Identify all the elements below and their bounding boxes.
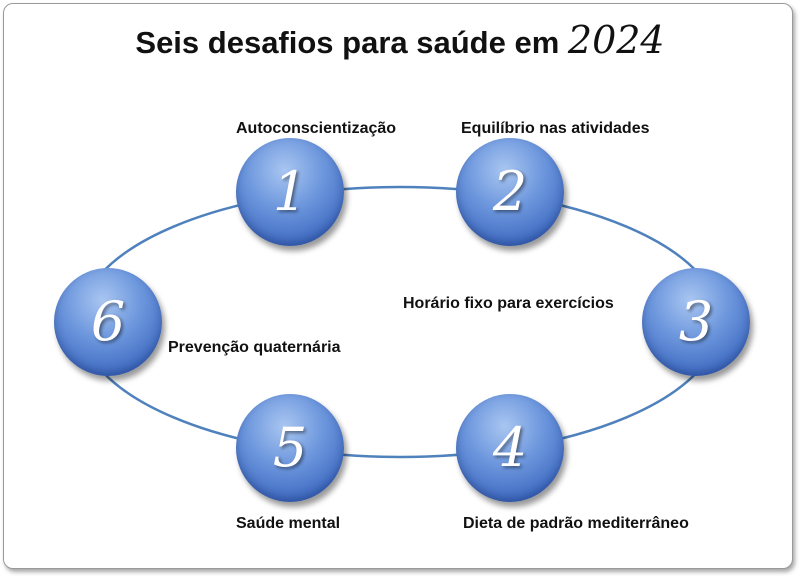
- node-1: 1: [236, 138, 344, 246]
- node-4-number: 4: [492, 416, 528, 479]
- label-node-5: Saúde mental: [236, 515, 341, 532]
- title-text: Seis desafios para saúde em: [135, 25, 560, 60]
- diagram-title: Seis desafios para saúde em 2024: [0, 18, 800, 62]
- label-node-3: Horário fixo para exercícios: [403, 295, 614, 312]
- label-node-1: Autoconscientização: [236, 120, 397, 137]
- node-2-number: 2: [492, 160, 528, 223]
- node-3: 3: [642, 268, 750, 376]
- node-1-number: 1: [272, 160, 308, 223]
- node-4: 4: [456, 394, 564, 502]
- node-6: 6: [54, 268, 162, 376]
- title-year: 2024: [567, 18, 665, 62]
- node-5-number: 5: [272, 416, 308, 479]
- label-node-2: Equilíbrio nas atividades: [461, 120, 650, 137]
- label-node-4: Dieta de padrão mediterrâneo: [463, 515, 689, 532]
- label-node-6: Prevenção quaternária: [168, 339, 341, 356]
- node-6-number: 6: [90, 290, 126, 353]
- node-5: 5: [236, 394, 344, 502]
- node-3-number: 3: [678, 290, 714, 353]
- node-2: 2: [456, 138, 564, 246]
